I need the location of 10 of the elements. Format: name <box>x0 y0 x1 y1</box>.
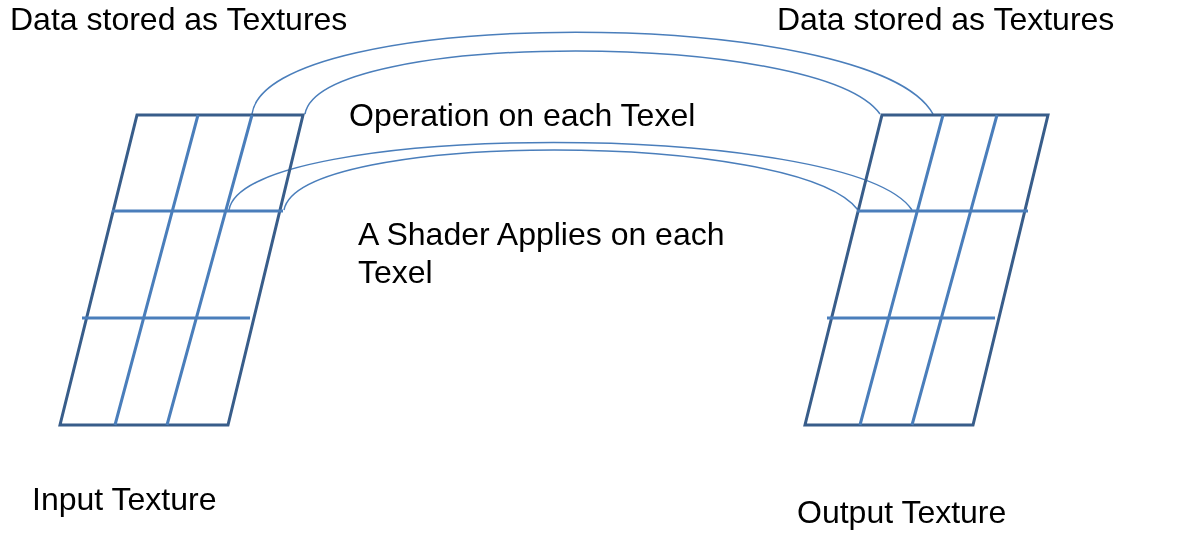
caption-text: Data stored as Textures <box>10 0 348 39</box>
caption-text: Operation on each Texel <box>349 96 696 135</box>
arc-connector <box>228 141 913 211</box>
arc-connector <box>283 149 859 211</box>
caption-text: A Shader Applies on each Texel <box>358 215 726 292</box>
caption-text: Data stored as Textures <box>777 0 1115 39</box>
caption-text: Input Texture <box>32 480 217 519</box>
caption-text: Output Texture <box>797 493 1007 532</box>
arc-connector <box>304 50 881 115</box>
arc-connector <box>251 31 934 115</box>
